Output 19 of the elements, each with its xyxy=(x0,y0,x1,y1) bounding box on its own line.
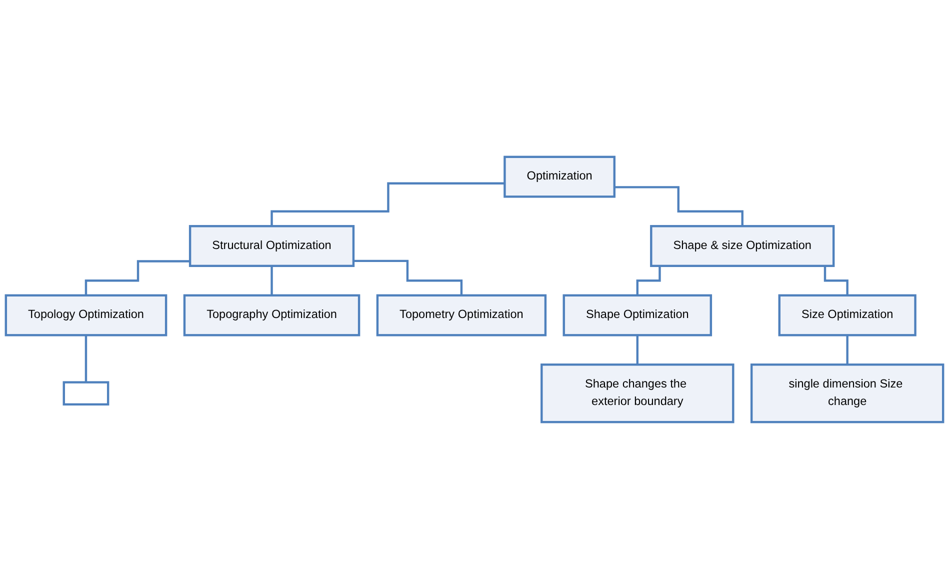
node-box: Structural Optimization xyxy=(188,225,355,268)
connector xyxy=(84,260,190,296)
connector xyxy=(353,260,463,296)
node-box: Shape & size Optimization xyxy=(650,225,835,268)
node-box xyxy=(62,381,110,406)
connector xyxy=(636,334,638,366)
node-box: single dimension Size change xyxy=(750,364,944,424)
connector xyxy=(614,186,744,228)
node-box: Shape Optimization xyxy=(562,294,712,336)
connector xyxy=(270,182,505,228)
node-box: Size Optimization xyxy=(778,294,916,336)
connector xyxy=(846,334,848,366)
connector xyxy=(84,334,88,384)
connector xyxy=(270,264,273,296)
node-box: Topography Optimization xyxy=(183,294,360,336)
node-box: Shape changes the exterior boundary xyxy=(540,364,734,424)
node-box: Topology Optimization xyxy=(4,294,168,336)
node-box: Topometry Optimization xyxy=(376,294,547,336)
node-box: Optimization xyxy=(504,156,616,198)
